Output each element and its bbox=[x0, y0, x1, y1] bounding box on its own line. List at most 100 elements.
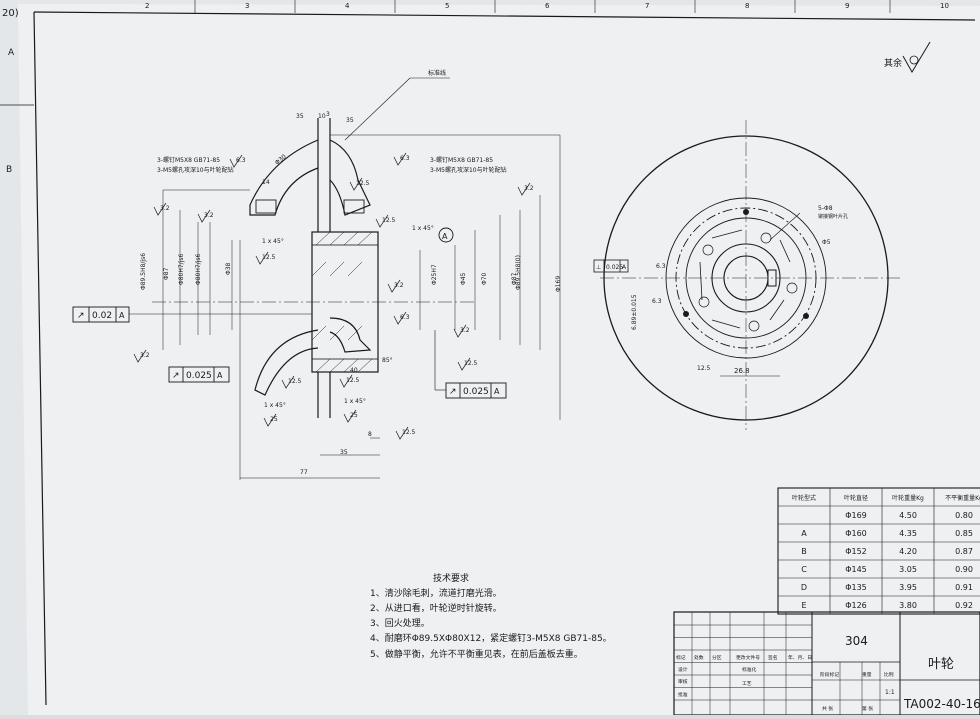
set-screw-left bbox=[255, 199, 277, 214]
roughness-mark-icon: 3.2 bbox=[153, 202, 170, 216]
svg-text:3.2: 3.2 bbox=[140, 352, 150, 359]
roughness-mark-icon: 12.5 bbox=[375, 214, 396, 228]
tolerance-symbol-icon: ↗ bbox=[172, 371, 180, 381]
dimension-label: 40 bbox=[350, 367, 358, 374]
svg-text:A: A bbox=[217, 371, 223, 380]
svg-text:25: 25 bbox=[270, 416, 278, 423]
dimension-label: Φ38 bbox=[225, 262, 232, 275]
label-flag-leader bbox=[344, 77, 411, 141]
dimension-label: 1 x 45° bbox=[262, 238, 284, 245]
svg-text:12.5: 12.5 bbox=[382, 217, 396, 224]
svg-text:12.5: 12.5 bbox=[464, 360, 478, 367]
hub-bore bbox=[311, 244, 379, 360]
title-block-label: 分区 bbox=[712, 654, 722, 661]
svg-text:3.2: 3.2 bbox=[394, 282, 404, 289]
table-cell: Φ135 bbox=[845, 583, 867, 592]
scale: 1:1 bbox=[885, 689, 895, 696]
drawing-number: TA002-40-16 bbox=[903, 697, 980, 711]
bottom-rear-shroud bbox=[329, 317, 372, 353]
dimension-label: 1 x 45° bbox=[264, 402, 286, 409]
dimension-label: 35 bbox=[340, 449, 348, 456]
end-note-leader bbox=[769, 212, 801, 241]
table-cell: Φ152 bbox=[845, 547, 867, 556]
title-block-label: 设计 bbox=[678, 666, 688, 673]
top-front-shroud bbox=[249, 139, 319, 216]
tech-item-3: 3、回火处理。 bbox=[370, 617, 430, 629]
row-marker-a: A bbox=[8, 48, 15, 58]
roughness-mark-icon: 3.2 bbox=[517, 182, 534, 196]
svg-text:3.2: 3.2 bbox=[460, 327, 470, 334]
title-block-label: 批准 bbox=[678, 691, 688, 698]
top-blade-web bbox=[317, 118, 331, 232]
tolerance-frame-2: ↗ 0.025 A bbox=[168, 366, 230, 383]
roughness-mark-icon: 12.5 bbox=[457, 357, 478, 371]
dimension-label: Φ80H7/js6 bbox=[178, 253, 185, 285]
datum-bubble bbox=[438, 227, 454, 243]
end-dim-0: Φ5 bbox=[822, 239, 831, 246]
svg-text:A: A bbox=[494, 387, 500, 396]
tech-item-2: 2、从进口看，叶轮逆时针旋转。 bbox=[370, 602, 502, 614]
title-block-label: 阶段标记 bbox=[820, 671, 839, 678]
title-block-label: 更改文件号 bbox=[736, 654, 760, 661]
column-marker: 3 bbox=[245, 2, 249, 10]
title-block-label: 签名 bbox=[768, 654, 778, 661]
svg-text:6.3: 6.3 bbox=[400, 155, 410, 162]
roughness-mark-icon: 25 bbox=[263, 413, 278, 427]
dimension-label: 77 bbox=[300, 469, 308, 476]
table-cell: 0.80 bbox=[955, 511, 973, 520]
roughness-mark-icon: 3.2 bbox=[453, 324, 470, 338]
tolerance-symbol-icon: ↗ bbox=[449, 387, 457, 397]
svg-text:12.5: 12.5 bbox=[346, 377, 360, 384]
top-border-line bbox=[33, 11, 976, 21]
title-block-label: 标记 bbox=[676, 654, 686, 661]
dimension-label: 3 bbox=[326, 111, 330, 118]
tech-title: 技术要求 bbox=[433, 572, 469, 584]
dimension-label: Φ169 bbox=[555, 276, 562, 292]
note-left-2: 3-M5螺孔攻深10与叶轮配钻 bbox=[157, 166, 234, 174]
table-header: 叶轮型式 bbox=[792, 494, 816, 502]
roughness-mark-icon: 12.5 bbox=[349, 177, 370, 191]
roughness-mark-icon: 3.2 bbox=[133, 349, 150, 363]
mounting-holes bbox=[683, 209, 809, 319]
column-marker: 9 bbox=[845, 2, 849, 10]
table-cell: 3.05 bbox=[899, 565, 917, 574]
svg-text:12.5: 12.5 bbox=[262, 254, 276, 261]
table-cell: Φ169 bbox=[845, 511, 867, 520]
roughness-symbol-icon bbox=[902, 41, 931, 73]
title-block-label: 年、月、日 bbox=[788, 654, 812, 661]
column-marker: 4 bbox=[345, 2, 350, 10]
section-view bbox=[152, 118, 561, 480]
svg-text:3.2: 3.2 bbox=[204, 212, 214, 219]
tolerance-symbol-icon: ↗ bbox=[77, 311, 85, 321]
table-cell: 0.91 bbox=[955, 583, 973, 592]
label-flag: 标准线 bbox=[428, 69, 446, 77]
svg-text:A: A bbox=[622, 264, 627, 271]
svg-text:3.2: 3.2 bbox=[160, 205, 170, 212]
bottom-blade-web bbox=[317, 372, 331, 418]
roughness-mark-icon: 6.3 bbox=[393, 152, 410, 166]
svg-text:6.3: 6.3 bbox=[236, 157, 246, 164]
table-cell: 0.87 bbox=[955, 547, 973, 556]
table-cell: 4.20 bbox=[899, 547, 917, 556]
dimension-label: 1 x 45° bbox=[412, 225, 434, 232]
note-right-2: 3-M5螺孔攻深10与叶轮配钻 bbox=[430, 166, 507, 174]
title-block-label: 比例 bbox=[884, 671, 894, 678]
column-marker: 2 bbox=[145, 2, 149, 10]
dimension-label: 35 bbox=[296, 113, 304, 120]
svg-text:3.2: 3.2 bbox=[524, 185, 534, 192]
roughness-mark-icon: 3.2 bbox=[197, 209, 214, 223]
end-dim-3: 6.3 bbox=[652, 298, 662, 305]
title-block-label: 标准化 bbox=[742, 666, 757, 673]
dimension-label: 8 bbox=[368, 431, 372, 438]
svg-text:0.02: 0.02 bbox=[92, 311, 112, 321]
table-header: 叶轮直径 bbox=[844, 494, 868, 502]
title-block-label: 处数 bbox=[694, 654, 704, 661]
blade-vanes bbox=[699, 229, 791, 329]
table-cell: 3.80 bbox=[899, 601, 917, 610]
svg-text:25: 25 bbox=[350, 412, 358, 419]
svg-text:6.3: 6.3 bbox=[400, 314, 410, 321]
extension-lines bbox=[162, 134, 561, 480]
tech-item-5: 5、做静平衡，允许不平衡重见表，在前后盖板去重。 bbox=[370, 648, 583, 660]
table-cell: 0.90 bbox=[955, 565, 973, 574]
